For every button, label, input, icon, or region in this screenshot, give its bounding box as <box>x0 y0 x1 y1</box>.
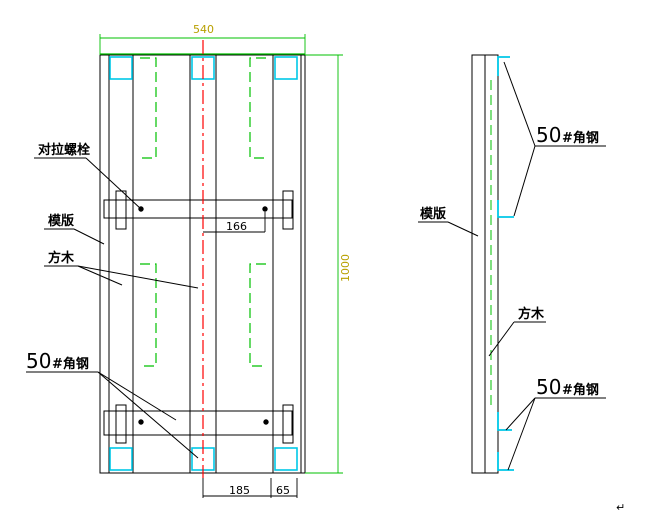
timber-post-right <box>272 54 302 474</box>
bolt-hole-bottom-right <box>263 419 269 425</box>
dim-height-label: 1000 <box>339 254 352 282</box>
hidden-lines-front <box>100 53 305 367</box>
bolt-plate-top-right <box>282 190 294 230</box>
side-formwork <box>471 54 486 474</box>
dim-width-label: 540 <box>193 23 214 36</box>
dimensions-front <box>99 34 343 474</box>
label-formwork-side: 模版 <box>420 206 446 222</box>
angle-steel-band-top <box>103 199 293 219</box>
label-angle-steel-front: 50 #角钢 <box>26 349 89 373</box>
leaders-side <box>418 61 606 471</box>
side-view <box>471 54 499 474</box>
dimensions-front-black <box>202 212 298 498</box>
angle-steel-band-bottom <box>103 410 293 436</box>
bolt-plate-bottom-right <box>282 404 294 444</box>
label-timber-front: 方木 <box>48 250 75 266</box>
angle-steel-side <box>497 56 514 471</box>
svg-text:#角钢: #角钢 <box>562 382 599 398</box>
label-angle-steel-side-top: 50 #角钢 <box>536 123 599 147</box>
bolt-plate-top-left <box>115 190 127 230</box>
label-bolt: 对拉螺栓 <box>38 142 90 158</box>
label-angle-steel-side-bottom: 50 #角钢 <box>536 375 599 399</box>
bolt-hole-bottom-left <box>138 419 144 425</box>
side-timber <box>484 54 499 474</box>
label-formwork-front: 模版 <box>48 213 74 229</box>
paragraph-mark: ↵ <box>616 501 625 514</box>
svg-text:50: 50 <box>26 349 51 373</box>
timber-post-left <box>108 54 134 474</box>
label-timber-side: 方木 <box>518 306 545 322</box>
bolt-plate-bottom-left <box>115 404 127 444</box>
dim-bottom-1-label: 185 <box>229 484 250 497</box>
dim-bolt-offset-label: 166 <box>226 220 247 233</box>
svg-text:#角钢: #角钢 <box>52 356 89 372</box>
leaders-front <box>26 157 199 459</box>
svg-text:50: 50 <box>536 123 561 147</box>
svg-text:#角钢: #角钢 <box>562 130 599 146</box>
bolt-hole-top-right <box>262 206 268 212</box>
dim-bottom-2-label: 65 <box>276 484 290 497</box>
svg-text:50: 50 <box>536 375 561 399</box>
